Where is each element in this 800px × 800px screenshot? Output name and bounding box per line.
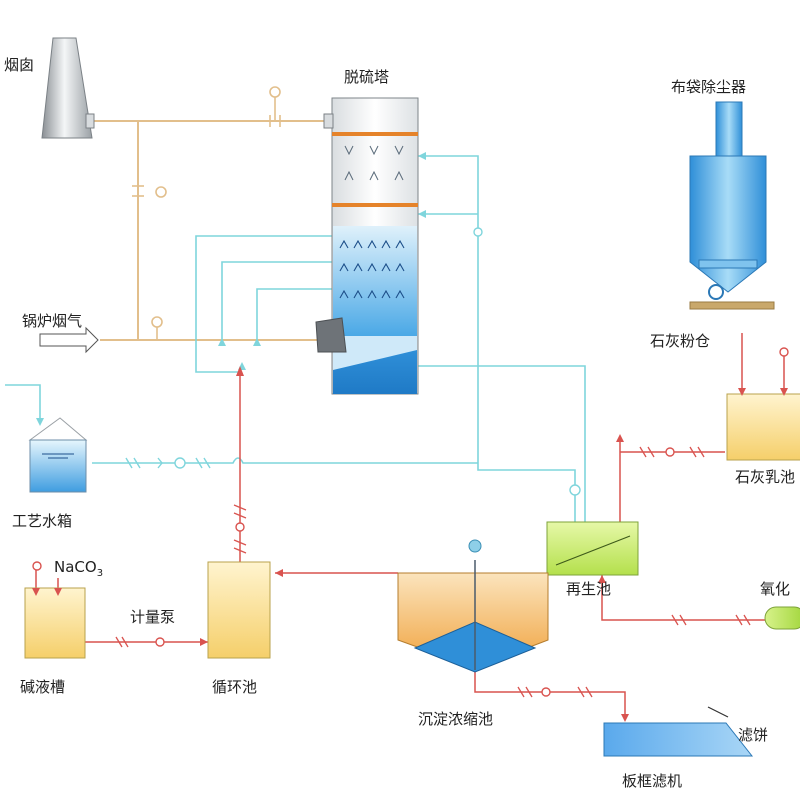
chimney [41,37,95,139]
label-regeneration-tank: 再生池 [566,580,612,598]
label-process-water-tank: 工艺水箱 [12,512,73,530]
oxidation-blower [764,606,800,630]
label-circulation-tank: 循环池 [212,678,258,696]
label-settling-thickener: 沉淀浓缩池 [418,710,494,728]
label-desulfurization-tower: 脱硫塔 [344,68,390,86]
label-bag-filter: 布袋除尘器 [671,78,747,96]
valve-icon [115,446,751,698]
regeneration-tank [546,521,639,576]
label-metering-pump: 计量泵 [130,608,176,626]
label-oxidation: 氧化 [760,580,791,598]
process-water-tank [28,417,88,493]
flue-gas-arrow-icon [39,326,99,354]
slurry-lines [35,333,785,718]
label-naco3: NaCO3 [54,558,103,579]
flow-arrow-icon [36,152,426,426]
pump-icon [32,347,789,697]
lime-milk-tank [726,393,800,461]
filter-cake-arrow-icon [707,706,729,718]
label-filter-cake: 滤饼 [738,726,769,744]
naco3-subscript: 3 [96,568,104,579]
pump-icon [174,227,581,496]
flue-gas-lines [92,120,332,341]
desulfurization-tower [315,97,419,395]
flow-arrow-icon [32,366,788,722]
label-chimney: 烟囱 [4,56,35,74]
gauge-icon [151,86,281,340]
naco3-text: NaCO [54,558,97,576]
plate-frame-filter [603,722,754,757]
water-lines [5,155,586,545]
label-lime-milk-tank: 石灰乳池 [735,468,796,486]
label-boiler-flue-gas: 锅炉烟气 [22,312,83,330]
settling-thickener [397,539,549,673]
label-lime-powder-silo: 石灰粉仓 [650,332,711,350]
valve-icon [125,457,211,469]
label-plate-frame-filter: 板框滤机 [622,772,683,790]
circulation-tank [207,561,271,659]
bag-filter-silo [689,101,775,310]
valve-icon [132,115,281,197]
alkali-tank [24,587,86,659]
label-alkali-tank: 碱液槽 [20,678,66,696]
